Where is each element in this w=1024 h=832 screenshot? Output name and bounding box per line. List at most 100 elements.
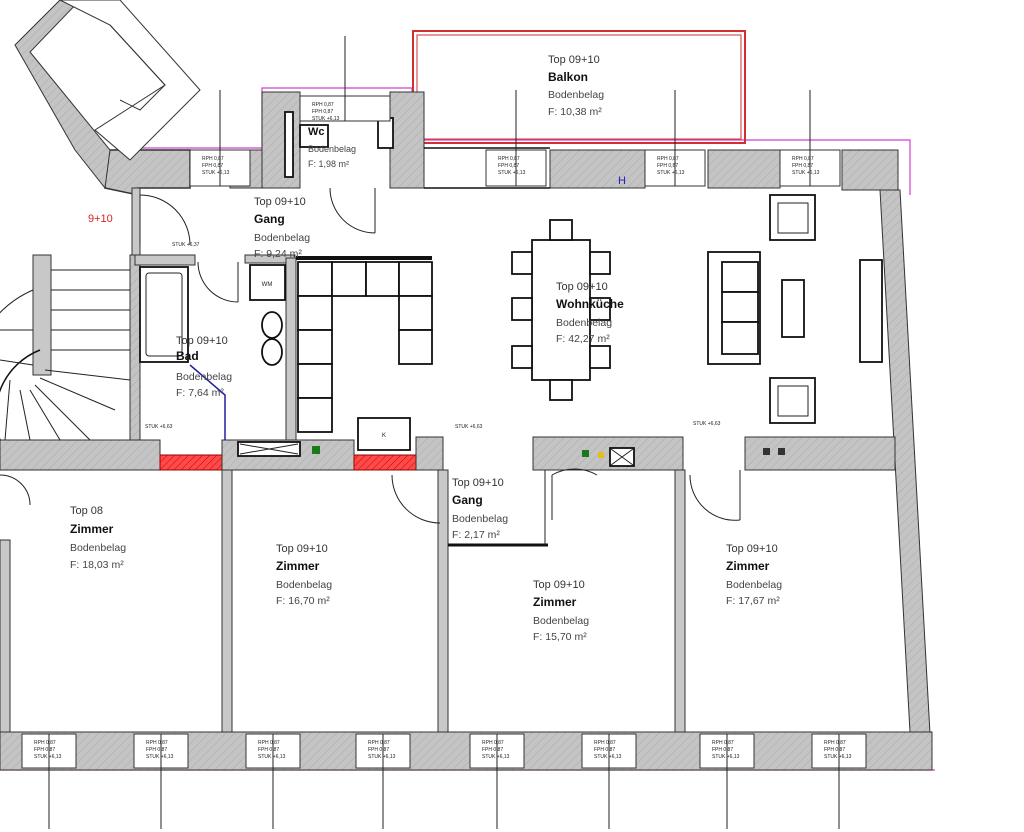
window-label: STUK +6,13 xyxy=(34,754,62,760)
window-label: RPH 0,87 xyxy=(498,156,520,162)
chimney-marker: H xyxy=(618,175,626,187)
window-label: STUK +6,13 xyxy=(146,754,174,760)
window-label: STUK +6,13 xyxy=(498,170,526,176)
svg-text:F: 1,98 m²: F: 1,98 m² xyxy=(308,159,349,169)
stuk-label: STUK +6,63 xyxy=(145,424,173,430)
room-label-wc: Wc Bodenbelag F: 1,98 m² xyxy=(308,126,356,169)
fridge-label: K xyxy=(382,433,386,439)
interior-walls xyxy=(0,187,896,733)
svg-text:Bodenbelag: Bodenbelag xyxy=(254,232,310,244)
svg-text:Top 09+10: Top 09+10 xyxy=(556,281,608,293)
window-label: STUK +6,13 xyxy=(792,170,820,176)
svg-text:Bodenbelag: Bodenbelag xyxy=(533,615,589,627)
svg-text:Bodenbelag: Bodenbelag xyxy=(452,513,508,525)
svg-text:F: 2,17 m²: F: 2,17 m² xyxy=(452,529,500,541)
window-label: FPH 0,87 xyxy=(824,747,845,753)
svg-text:F: 17,67 m²: F: 17,67 m² xyxy=(726,595,780,607)
window-label: FPH 0,87 xyxy=(202,163,223,169)
window-label: STUK +6,13 xyxy=(712,754,740,760)
stuk-label: STUK +6,63 xyxy=(693,421,721,427)
svg-text:Bodenbelag: Bodenbelag xyxy=(726,579,782,591)
window-label: STUK +6,13 xyxy=(824,754,852,760)
svg-text:Top 09+10: Top 09+10 xyxy=(533,579,585,591)
svg-text:Bodenbelag: Bodenbelag xyxy=(276,579,332,591)
svg-text:F: 10,38 m²: F: 10,38 m² xyxy=(548,106,602,118)
doors xyxy=(0,187,741,524)
svg-text:Bodenbelag: Bodenbelag xyxy=(176,371,232,383)
window-label: RPH 0,87 xyxy=(368,740,390,746)
window-label: RPH 0,87 xyxy=(202,156,224,162)
svg-text:Wc: Wc xyxy=(308,126,325,138)
window-label: STUK +6,13 xyxy=(482,754,510,760)
window-label: RPH 0,87 xyxy=(146,740,168,746)
svg-text:Top 09+10: Top 09+10 xyxy=(548,54,600,66)
washing-machine xyxy=(249,264,286,301)
stuk-label: STUK +6,63 xyxy=(455,424,483,430)
window-label: RPH 0,87 xyxy=(258,740,280,746)
svg-text:F: 15,70 m²: F: 15,70 m² xyxy=(533,631,587,643)
window-label: FPH 0,87 xyxy=(657,163,678,169)
sofa xyxy=(707,251,761,365)
window-label: RPH 0,87 xyxy=(657,156,679,162)
svg-text:Gang: Gang xyxy=(254,212,285,226)
svg-text:Bodenbelag: Bodenbelag xyxy=(556,317,612,329)
svg-text:Bodenbelag: Bodenbelag xyxy=(548,89,604,101)
svg-text:Bad: Bad xyxy=(176,349,199,363)
tv-unit xyxy=(859,259,883,363)
window-label: FPH 0,87 xyxy=(146,747,167,753)
window-label: FPH 0,87 xyxy=(498,163,519,169)
balcony-outline xyxy=(412,30,746,144)
room-label-zimmer-top08: Top 08 Zimmer Bodenbelag F: 18,03 m² xyxy=(70,505,126,571)
window-label: STUK +6,13 xyxy=(202,170,230,176)
window-label: FPH 0,87 xyxy=(368,747,389,753)
window-label: RPH 0,87 xyxy=(594,740,616,746)
washing-machine-label: WM xyxy=(262,282,273,288)
svg-text:F: 18,03 m²: F: 18,03 m² xyxy=(70,559,124,571)
window-label: FPH 0,87 xyxy=(482,747,503,753)
window-label: RPH 0,87 xyxy=(792,156,814,162)
window-label: FPH 0,87 xyxy=(792,163,813,169)
window-label: FPH 0,87 xyxy=(594,747,615,753)
window-label: STUK +6,13 xyxy=(368,754,396,760)
coffee-table xyxy=(781,279,805,338)
svg-text:Wohnküche: Wohnküche xyxy=(556,297,624,311)
window-label: RPH 0,87 xyxy=(312,102,334,108)
svg-text:Top 08: Top 08 xyxy=(70,505,103,517)
bathtub xyxy=(139,266,189,363)
svg-text:Zimmer: Zimmer xyxy=(533,595,577,609)
window-label: STUK +6,13 xyxy=(312,116,340,122)
wc-fixtures xyxy=(284,111,394,178)
svg-text:Bodenbelag: Bodenbelag xyxy=(308,144,356,154)
window-label: FPH 0,87 xyxy=(712,747,733,753)
svg-text:Zimmer: Zimmer xyxy=(276,559,320,573)
window-label: RPH 0,87 xyxy=(34,740,56,746)
window-label: RPH 0,87 xyxy=(482,740,504,746)
svg-text:Top 09+10: Top 09+10 xyxy=(452,477,504,489)
svg-text:Top 09+10: Top 09+10 xyxy=(276,543,328,555)
svg-text:F: 9,24 m²: F: 9,24 m² xyxy=(254,248,302,260)
svg-text:Top 09+10: Top 09+10 xyxy=(176,335,228,347)
window-label: FPH 0,87 xyxy=(312,109,333,115)
svg-text:Bodenbelag: Bodenbelag xyxy=(70,542,126,554)
window-label: RPH 0,87 xyxy=(712,740,734,746)
staircase xyxy=(0,254,131,460)
fridge xyxy=(357,417,411,451)
svg-text:Balkon: Balkon xyxy=(548,70,588,84)
dining-table xyxy=(511,219,611,401)
svg-text:Zimmer: Zimmer xyxy=(726,559,770,573)
window-label: STUK +6,13 xyxy=(657,170,685,176)
window-label: FPH 0,87 xyxy=(34,747,55,753)
svg-text:F: 42,27 m²: F: 42,27 m² xyxy=(556,333,610,345)
stuk-label: STUK +6,37 xyxy=(172,242,200,248)
svg-text:F: 7,64 m²: F: 7,64 m² xyxy=(176,387,224,399)
svg-text:Zimmer: Zimmer xyxy=(70,522,114,536)
